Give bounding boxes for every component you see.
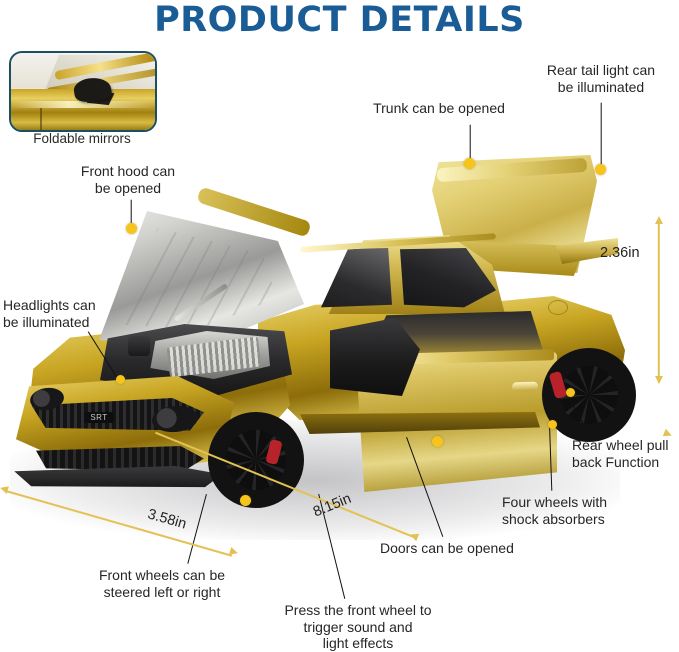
callout-headlights-label: Headlights can be illuminated	[3, 297, 96, 330]
door-handle	[511, 381, 539, 392]
callout-doors-dot	[432, 436, 443, 447]
dimension-height-label: 2.36in	[600, 245, 640, 261]
windshield	[320, 247, 392, 308]
callout-front-wheels-label: Front wheels can be steered left or righ…	[98, 567, 226, 600]
fuel-cap	[548, 300, 568, 315]
srt-badge: SRT	[84, 412, 114, 423]
callout-rear-wheel-pull-label: Rear wheel pull back Function	[572, 437, 669, 470]
dimension-height-arrow-bottom	[655, 376, 663, 384]
callout-rear-tail-light-leader	[600, 102, 602, 171]
foldable-mirror-inset-image	[9, 51, 157, 132]
callout-front-hood-label: Front hood can be opened	[80, 163, 176, 196]
callout-four-wheels-dot	[548, 420, 557, 429]
dimension-height-line	[658, 222, 660, 383]
callout-front-hood-dot	[126, 223, 137, 234]
inset-body-highlight	[11, 100, 155, 108]
front-splitter	[14, 466, 222, 488]
dimension-height-arrow-top	[655, 216, 663, 224]
callout-trunk-label: Trunk can be opened	[373, 100, 505, 116]
callout-front-wheels-dot	[240, 495, 251, 506]
inset-door-seam	[39, 108, 42, 130]
callout-headlights-dot	[116, 375, 125, 384]
callout-press-wheel-label: Press the front wheel to trigger sound a…	[284, 602, 432, 651]
callout-rear-tail-light-label: Rear tail light can be illuminated	[546, 62, 656, 95]
car-interior	[330, 318, 420, 396]
callout-trunk-dot	[464, 158, 475, 169]
callout-doors-label: Doors can be opened	[380, 540, 514, 556]
callout-rear-tail-light-dot	[595, 164, 606, 175]
engine-cap	[128, 336, 150, 356]
side-skirt	[300, 412, 540, 434]
callout-four-wheels-label: Four wheels with shock absorbers	[502, 494, 608, 527]
callout-rear-wheel-pull-dot	[566, 388, 575, 397]
inset-caption: Foldable mirrors	[33, 131, 131, 146]
page-title: PRODUCT DETAILS	[154, 0, 525, 40]
